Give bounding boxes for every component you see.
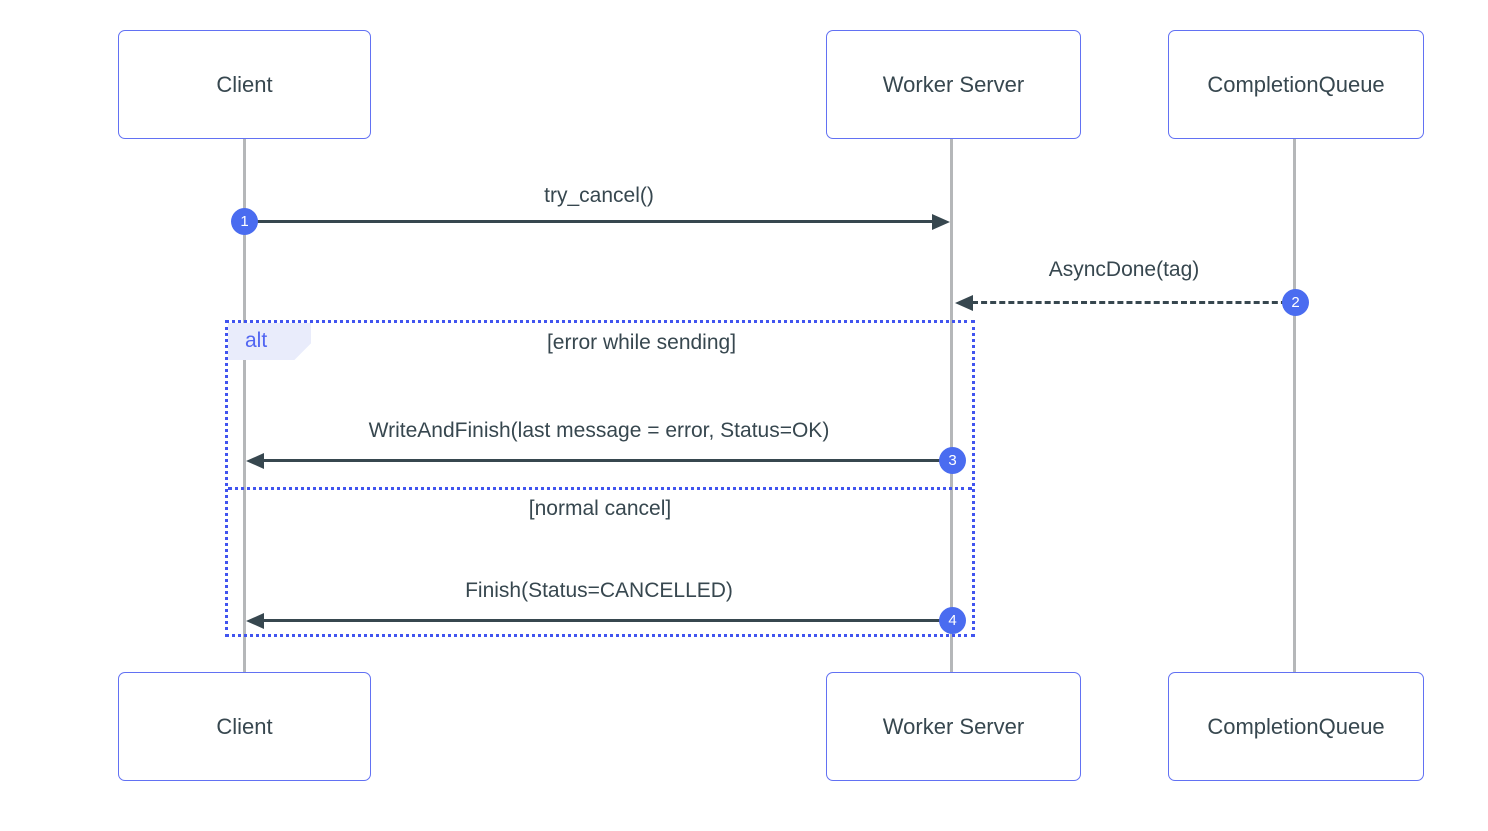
arrowhead-left-icon [246,453,264,469]
guard-normal-cancel: [normal cancel] [528,497,672,520]
alt-operator-label: alt [228,323,311,360]
actor-box-completion-queue-top: CompletionQueue [1168,30,1424,139]
message-line-try-cancel [245,220,936,223]
lifeline-client [243,139,246,672]
actor-label-worker-server: Worker Server [882,713,1025,739]
message-line-write-and-finish [262,459,953,462]
actor-box-completion-queue-bottom: CompletionQueue [1168,672,1424,781]
lifeline-worker-server [950,139,953,672]
sequence-badge-4: 4 [939,607,966,634]
sequence-badge-1: 1 [231,208,258,235]
actor-box-worker-server-top: Worker Server [826,30,1081,139]
message-label-async-done: AsyncDone(tag) [1048,258,1200,281]
actor-box-worker-server-bottom: Worker Server [826,672,1081,781]
sequence-badge-3: 3 [939,447,966,474]
message-label-try-cancel: try_cancel() [544,184,654,207]
actor-label-client: Client [216,713,273,739]
actor-label-completion-queue: CompletionQueue [1207,713,1385,739]
actor-box-client-top: Client [118,30,371,139]
arrowhead-left-icon [955,295,973,311]
actor-box-client-bottom: Client [118,672,371,781]
actor-label-client: Client [216,71,273,97]
sequence-badge-2: 2 [1282,289,1309,316]
lifeline-completion-queue [1293,139,1296,672]
actor-label-worker-server: Worker Server [882,71,1025,97]
message-label-write-and-finish: WriteAndFinish(last message = error, Sta… [368,419,830,442]
message-label-finish: Finish(Status=CANCELLED) [465,579,733,602]
arrowhead-left-icon [246,613,264,629]
alt-frame: alt [error while sending] [normal cancel… [225,320,975,637]
message-line-async-done [972,301,1296,304]
actor-label-completion-queue: CompletionQueue [1207,71,1385,97]
arrowhead-right-icon [932,214,950,230]
alt-divider [228,487,972,490]
message-line-finish [262,619,953,622]
guard-error-while-sending: [error while sending] [546,331,737,354]
